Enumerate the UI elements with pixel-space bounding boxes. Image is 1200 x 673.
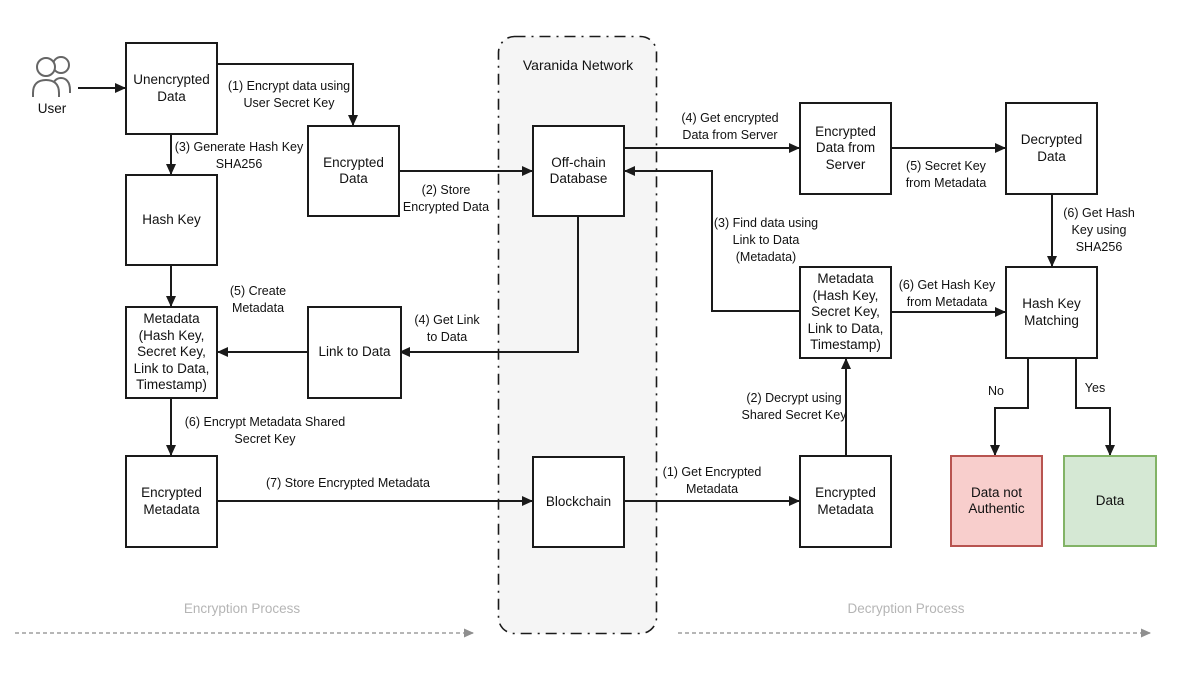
edge-label-get-hash-key-sha256: (6) Get Hash Key using SHA256 (1063, 206, 1135, 254)
edge-label-store-encrypted-metadata: (7) Store Encrypted Metadata (266, 476, 430, 490)
node-metadata-encryption: Metadata (Hash Key, Secret Key, Link to … (125, 306, 218, 399)
node-blockchain: Blockchain (532, 456, 625, 548)
node-encrypted-data-from-server: Encrypted Data from Server (799, 102, 892, 195)
edge-label-get-encrypted-metadata: (1) Get Encrypted Metadata (662, 465, 762, 496)
node-encrypted-data: Encrypted Data (307, 125, 400, 217)
decryption-process-label: Decryption Process (847, 601, 965, 616)
user-icon (32, 56, 71, 97)
edge-label-decrypt-shared-key: (2) Decrypt using Shared Secret Key (741, 391, 847, 422)
edge-label-store-encrypted-data: (2) Store Encrypted Data (402, 183, 490, 214)
edge-find-data (624, 166, 799, 312)
edge-label-find-data: (3) Find data using Link to Data (Metada… (713, 216, 819, 264)
node-unencrypted-data: Unencrypted Data (125, 42, 218, 135)
edge-label-encrypt-user-key: (1) Encrypt data using User Secret Key (227, 79, 351, 110)
node-offchain-database: Off-chain Database (532, 125, 625, 217)
edge-label-get-encrypted-data: (4) Get encrypted Data from Server (681, 111, 779, 142)
edge-label-secret-key-from-metadata: (5) Secret Key from Metadata (905, 159, 987, 190)
edge-label-create-metadata: (5) Create Metadata (229, 284, 287, 315)
encryption-process-label: Encryption Process (183, 601, 301, 616)
user-label: User (37, 101, 67, 116)
node-link-to-data: Link to Data (307, 306, 402, 399)
edge-label-encrypt-metadata: (6) Encrypt Metadata Shared Secret Key (184, 415, 346, 446)
edge-label-branch-yes: Yes (1084, 381, 1106, 395)
node-hash-key-matching: Hash Key Matching (1005, 266, 1098, 359)
edge-label-branch-no: No (988, 384, 1004, 398)
edge-branch-no (990, 359, 1029, 456)
node-metadata-decryption: Metadata (Hash Key, Secret Key, Link to … (799, 266, 892, 359)
edge-label-get-hash-key-from-metadata: (6) Get Hash Key from Metadata (898, 278, 996, 309)
node-decrypted-data: Decrypted Data (1005, 102, 1098, 195)
edge-label-generate-hash-key: (3) Generate Hash Key SHA256 (174, 140, 304, 171)
network-title: Varanida Network (522, 57, 634, 73)
edge-label-get-link-to-data: (4) Get Link to Data (414, 313, 480, 344)
edge-encrypt-data (218, 63, 358, 126)
edge-branch-yes (1075, 359, 1115, 456)
node-hash-key: Hash Key (125, 174, 218, 266)
node-data-not-authentic: Data not Authentic (950, 455, 1043, 547)
node-data-authentic: Data (1063, 455, 1157, 547)
edge-get-link-to-data (399, 217, 579, 357)
node-encrypted-metadata-right: Encrypted Metadata (799, 455, 892, 548)
node-encrypted-metadata-left: Encrypted Metadata (125, 455, 218, 548)
